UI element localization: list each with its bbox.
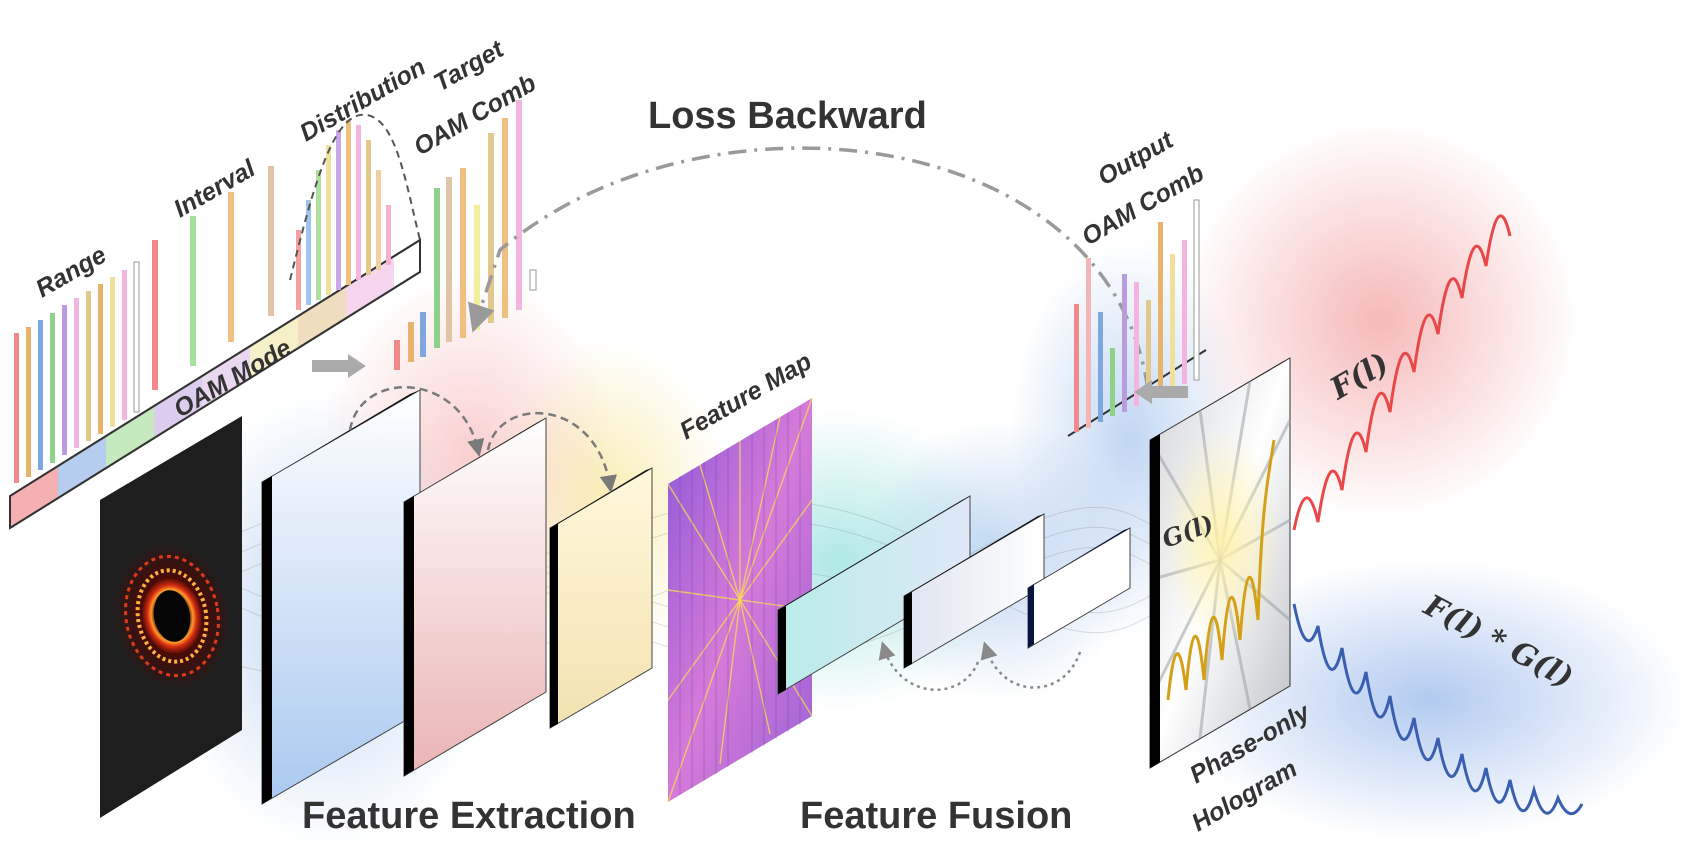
skip-arrow-1 (348, 386, 485, 457)
feature-fusion-label: Feature Fusion (800, 795, 1072, 837)
loss-backward-arrow (468, 146, 1150, 391)
distribution-label: Distribution (295, 53, 430, 147)
fusion-layer-3 (1027, 527, 1131, 649)
interval-label: Interval (169, 154, 261, 223)
feature-extraction-layers (261, 386, 653, 805)
input-beam-image (100, 416, 242, 818)
g-wave (1166, 439, 1276, 701)
fusion-skip-arrow-1 (878, 641, 980, 692)
fg-wave (1292, 603, 1584, 815)
flow-arrows (312, 354, 1188, 404)
loss-backward-label: Loss Backward (648, 95, 927, 137)
fusion-layer-1 (777, 495, 971, 695)
feature-map-image: Feature Map (667, 347, 817, 803)
fusion-skip-arrow-2 (980, 641, 1082, 689)
feature-fusion-layers (777, 495, 1131, 695)
f-wave (1292, 214, 1512, 531)
target-comb-bars (14, 100, 537, 483)
feature-extraction-label: Feature Extraction (302, 795, 636, 837)
distribution-envelope (289, 113, 421, 281)
skip-arrow-2 (486, 411, 618, 493)
target-oam-comb: Range Interval Distribution Target OAM C… (9, 34, 541, 530)
conv-layer-2 (403, 417, 547, 777)
conv-layer-3 (549, 467, 653, 729)
oam-mode-axis (9, 238, 421, 530)
